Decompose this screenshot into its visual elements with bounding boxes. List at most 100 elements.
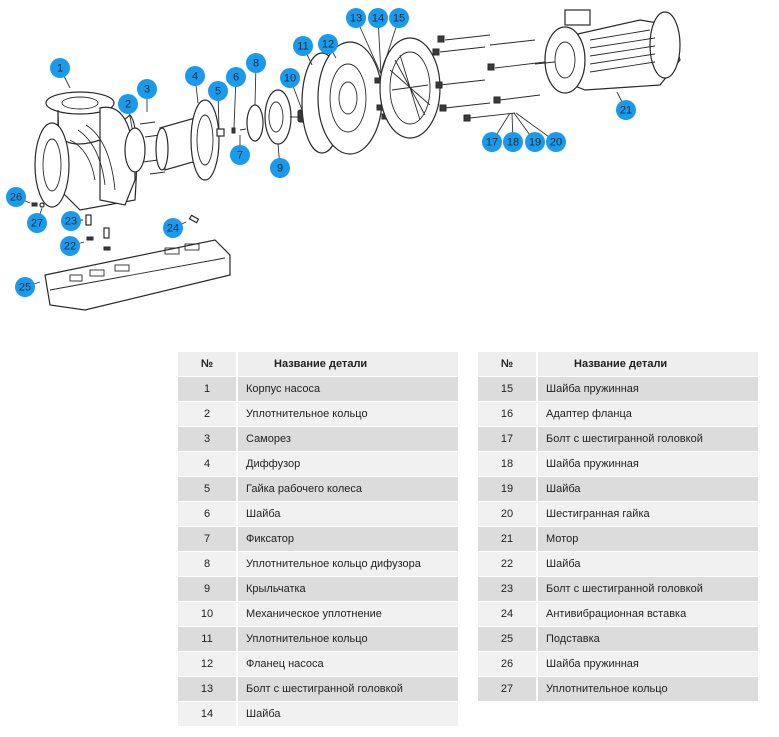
part-name: Фиксатор bbox=[238, 527, 458, 552]
callout-circle bbox=[137, 79, 157, 99]
part-number: 17 bbox=[478, 427, 538, 452]
callout-label: 11 bbox=[297, 41, 308, 53]
part-name: Подставка bbox=[538, 627, 758, 652]
part-name: Гайка рабочего колеса bbox=[238, 477, 458, 502]
table-header-row: № Название детали bbox=[178, 352, 458, 377]
callout-13: 13 bbox=[346, 8, 366, 28]
part-name: Болт с шестигранной головкой bbox=[538, 577, 758, 602]
callout-label: 24 bbox=[167, 223, 179, 235]
callout-label: 19 bbox=[529, 137, 541, 149]
part-name: Уплотнительное кольцо bbox=[538, 677, 758, 702]
part-number: 15 bbox=[478, 377, 538, 402]
part-number: 26 bbox=[478, 652, 538, 677]
callout-27: 27 bbox=[27, 213, 47, 233]
callout-circle bbox=[482, 132, 502, 152]
part-number: 4 bbox=[178, 452, 238, 477]
callout-3: 3 bbox=[137, 79, 157, 99]
callout-label: 20 bbox=[550, 137, 562, 149]
part-name: Механическое уплотнение bbox=[238, 602, 458, 627]
callout-circle bbox=[616, 100, 636, 120]
callout-17: 17 bbox=[482, 132, 502, 152]
callout-circle bbox=[389, 8, 409, 28]
part-name: Шайба bbox=[538, 552, 758, 577]
part-number: 18 bbox=[478, 452, 538, 477]
callout-circle bbox=[226, 67, 246, 87]
callout-label: 13 bbox=[350, 13, 362, 25]
o-ring-part bbox=[124, 127, 146, 173]
callout-circle bbox=[293, 36, 313, 56]
callout-label: 25 bbox=[19, 282, 31, 294]
callout-circle bbox=[118, 94, 138, 114]
callout-26: 26 bbox=[6, 187, 26, 207]
callout-circle bbox=[15, 277, 35, 297]
callout-21: 21 bbox=[616, 100, 636, 120]
callout-label: 7 bbox=[237, 150, 243, 162]
washer-part bbox=[231, 127, 236, 134]
part-number: 10 bbox=[178, 602, 238, 627]
callout-circle bbox=[27, 213, 47, 233]
part-number: 6 bbox=[178, 502, 238, 527]
callout-label: 10 bbox=[284, 73, 296, 85]
part-name: Уплотнительное кольцо bbox=[238, 627, 458, 652]
part-number: 19 bbox=[478, 477, 538, 502]
callout-9: 9 bbox=[270, 158, 290, 178]
callout-19: 19 bbox=[525, 132, 545, 152]
part-name: Болт с шестигранной головкой bbox=[238, 677, 458, 702]
part-name: Диффузор bbox=[238, 452, 458, 477]
callout-15: 15 bbox=[389, 8, 409, 28]
callout-22: 22 bbox=[60, 236, 80, 256]
callout-circle bbox=[525, 132, 545, 152]
callout-23: 23 bbox=[61, 211, 81, 231]
part-number: 24 bbox=[478, 602, 538, 627]
callout-circle bbox=[318, 34, 338, 54]
callout-12: 12 bbox=[318, 34, 338, 54]
part-number: 2 bbox=[178, 402, 238, 427]
part-name: Шайба пружинная bbox=[538, 452, 758, 477]
callout-circle bbox=[230, 145, 250, 165]
callout-circle bbox=[546, 132, 566, 152]
part-name: Мотор bbox=[538, 527, 758, 552]
part-name: Антивибрационная вставка bbox=[538, 602, 758, 627]
bolt-23-part bbox=[85, 214, 92, 226]
callout-label: 18 bbox=[507, 137, 519, 149]
callout-label: 5 bbox=[215, 86, 221, 98]
callout-circle bbox=[50, 58, 70, 78]
header-num: № bbox=[478, 352, 538, 377]
callout-25: 25 bbox=[15, 277, 35, 297]
callout-label: 15 bbox=[393, 13, 405, 25]
callout-label: 1 bbox=[57, 63, 63, 75]
part-number: 11 bbox=[178, 627, 238, 652]
part-name: Уплотнительное кольцо дифузора bbox=[238, 552, 458, 577]
long-bolts-part bbox=[432, 34, 546, 122]
part-name: Болт с шестигранной головкой bbox=[538, 427, 758, 452]
washer-22-part bbox=[86, 236, 94, 241]
impeller-nut-part bbox=[216, 128, 225, 137]
callout-label: 2 bbox=[125, 99, 131, 111]
washer-26-part bbox=[31, 202, 38, 207]
screws-part bbox=[139, 121, 166, 175]
part-number: 12 bbox=[178, 652, 238, 677]
part-number: 27 bbox=[478, 677, 538, 702]
bolt-23b-part bbox=[103, 227, 110, 239]
callout-circle bbox=[280, 68, 300, 88]
